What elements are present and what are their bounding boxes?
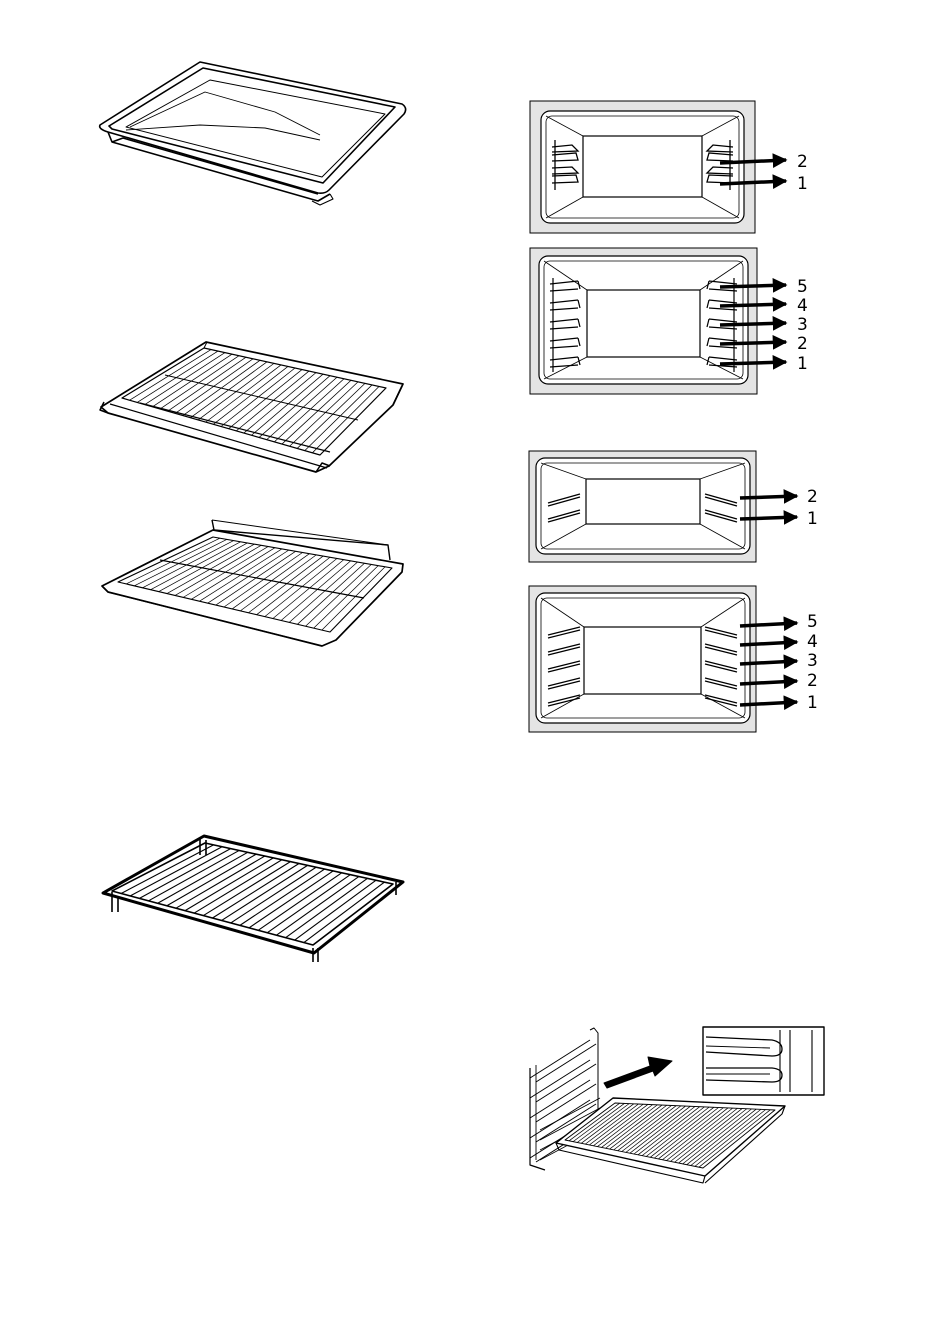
- panel2-level-3: 3: [797, 315, 808, 335]
- grid-shelf-icon: [102, 520, 403, 646]
- panel2-level-4: 4: [797, 296, 808, 316]
- baking-tray-icon: [100, 62, 406, 205]
- panel2-level-1: 1: [797, 354, 808, 374]
- oven-panel-two-levels-top: 2 1: [530, 101, 808, 233]
- panel4-level-2: 2: [807, 671, 818, 691]
- oven-panel-five-levels-top: 5 4 3 2 1: [530, 248, 808, 394]
- panel3-level-2: 2: [807, 487, 818, 507]
- shelf-insertion-icon: [530, 1027, 824, 1183]
- oven-panel-five-levels-bottom: 5 4 3 2 1: [529, 586, 818, 732]
- panel4-level-1: 1: [807, 693, 818, 713]
- oven-panel-two-levels-bottom: 2 1: [529, 451, 818, 562]
- panel1-level-1: 1: [797, 174, 808, 194]
- wire-rack-icon: [103, 836, 403, 962]
- panel4-level-4: 4: [807, 632, 818, 652]
- panel2-level-2: 2: [797, 334, 808, 354]
- panel3-level-1: 1: [807, 509, 818, 529]
- panel4-level-5: 5: [807, 612, 818, 632]
- panel4-level-3: 3: [807, 651, 818, 671]
- panel1-level-2: 2: [797, 152, 808, 172]
- panel2-level-5: 5: [797, 277, 808, 297]
- oven-shelf-icon: [100, 342, 403, 472]
